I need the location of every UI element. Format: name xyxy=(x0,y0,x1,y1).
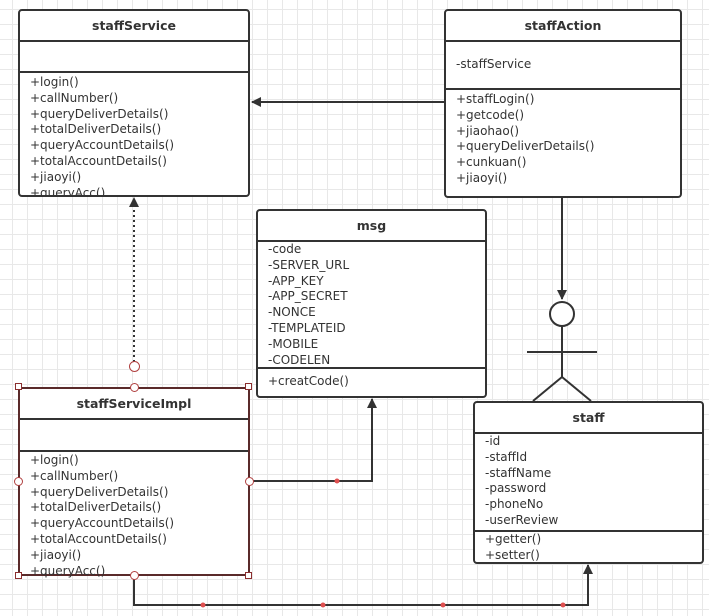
attributes-section: -staffService xyxy=(446,42,680,90)
method: +getter() xyxy=(485,532,542,546)
class-staffService[interactable]: staffService +login() +callNumber() +que… xyxy=(18,9,250,197)
dependency-impl-msg[interactable] xyxy=(249,398,377,482)
method: +totalAccountDetails() xyxy=(30,531,167,546)
method: +creatCode() xyxy=(268,374,349,388)
connection-point-bottom[interactable] xyxy=(130,571,139,580)
class-staffAction[interactable]: staffAction -staffService +staffLogin() … xyxy=(444,9,682,198)
dependency-impl-staff[interactable] xyxy=(133,564,593,606)
attributes-section xyxy=(20,42,248,73)
method: +totalDeliverDetails() xyxy=(30,122,162,137)
methods-section: +creatCode() xyxy=(258,369,485,390)
resize-handle-nw[interactable] xyxy=(15,383,22,390)
attribute: -APP_SECRET xyxy=(268,289,348,304)
method: +getcode() xyxy=(456,107,525,122)
methods-section: +getter() +setter() xyxy=(475,532,702,562)
connection-point-top[interactable] xyxy=(130,383,139,392)
attribute: -id xyxy=(485,434,501,448)
resize-handle-ne[interactable] xyxy=(245,383,252,390)
method: +jiaoyi() xyxy=(30,547,82,562)
attributes-section: -code -SERVER_URL -APP_KEY -APP_SECRET -… xyxy=(258,242,485,369)
resize-handle-sw[interactable] xyxy=(15,572,22,579)
methods-section: +login() +callNumber() +queryDeliverDeta… xyxy=(20,452,248,579)
methods-section: +login() +callNumber() +queryDeliverDeta… xyxy=(20,73,248,197)
attribute: -SERVER_URL xyxy=(268,257,350,272)
method: +totalDeliverDetails() xyxy=(30,500,162,515)
method: +callNumber() xyxy=(30,90,119,105)
actor-icon xyxy=(527,301,597,402)
attribute: -staffName xyxy=(485,465,552,480)
resize-handle-se[interactable] xyxy=(245,572,252,579)
class-name: staff xyxy=(475,403,702,434)
attribute: -staffService xyxy=(456,57,532,72)
method: +jiaohao() xyxy=(456,123,520,138)
class-staff[interactable]: staff -id -staffId -staffName -password … xyxy=(473,401,704,564)
class-name: msg xyxy=(258,211,485,242)
attribute: -CODELEN xyxy=(268,352,331,367)
method: +queryAccountDetails() xyxy=(30,138,175,153)
method: +cunkuan() xyxy=(456,155,527,170)
method: +setter() xyxy=(485,547,540,562)
attribute: -MOBILE xyxy=(268,336,319,351)
connection-point-rotate[interactable] xyxy=(129,361,140,372)
method: +totalAccountDetails() xyxy=(30,153,167,168)
class-staffServiceImpl[interactable]: staffServiceImpl +login() +callNumber() … xyxy=(18,387,250,579)
waypoint-markers xyxy=(200,478,566,608)
attribute: -userReview xyxy=(485,512,559,527)
class-msg[interactable]: msg -code -SERVER_URL -APP_KEY -APP_SECR… xyxy=(256,209,487,398)
method: +queryAcc() xyxy=(30,185,106,197)
method: +queryAccountDetails() xyxy=(30,516,175,531)
method: +jiaoyi() xyxy=(30,169,82,184)
connection-point-left[interactable] xyxy=(14,477,23,486)
class-name: staffServiceImpl xyxy=(20,389,248,420)
connection-point-right[interactable] xyxy=(245,477,254,486)
method: +staffLogin() xyxy=(456,92,535,106)
attribute: -APP_KEY xyxy=(268,273,324,288)
methods-section: +staffLogin() +getcode() +jiaohao() +que… xyxy=(446,90,680,187)
attribute: -password xyxy=(485,481,547,496)
attribute: -staffId xyxy=(485,449,528,464)
attribute: -NONCE xyxy=(268,305,316,320)
class-name: staffService xyxy=(20,11,248,42)
class-name: staffAction xyxy=(446,11,680,42)
attribute: -phoneNo xyxy=(485,497,544,512)
attributes-section xyxy=(20,420,248,452)
method: +queryDeliverDetails() xyxy=(30,106,169,121)
method: +login() xyxy=(30,453,79,467)
method: +login() xyxy=(30,75,79,89)
method: +jiaoyi() xyxy=(456,170,508,185)
method: +queryDeliverDetails() xyxy=(30,484,169,499)
method: +queryAcc() xyxy=(30,563,106,578)
attribute: -code xyxy=(268,242,302,256)
method: +queryDeliverDetails() xyxy=(456,139,595,154)
method: +callNumber() xyxy=(30,468,119,483)
attributes-section: -id -staffId -staffName -password -phone… xyxy=(475,434,702,532)
attribute: -TEMPLATEID xyxy=(268,320,346,335)
